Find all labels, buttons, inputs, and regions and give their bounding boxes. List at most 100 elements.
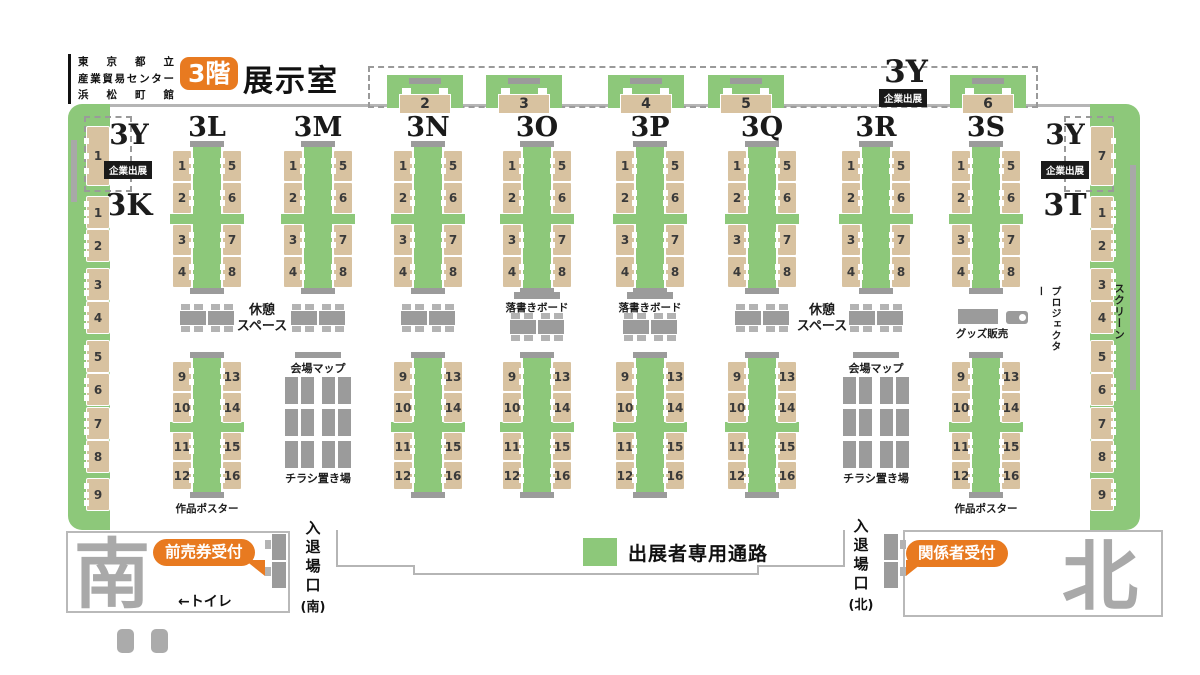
booth-3K-2: 2 — [86, 229, 110, 262]
chair-mark — [84, 362, 89, 368]
chair-mark — [445, 326, 454, 332]
venue-line: 浜松町館 — [78, 89, 174, 102]
wall-bar — [630, 78, 662, 84]
chair-mark — [220, 168, 225, 174]
chair-mark — [1111, 454, 1116, 460]
booth-3L-16: 16 — [222, 461, 242, 490]
booth-3P-10: 10 — [615, 392, 635, 423]
column-label-3P: 3P — [630, 112, 670, 143]
chair-mark — [292, 326, 301, 332]
chair-mark — [1111, 153, 1116, 159]
column-label-3S: 3S — [966, 112, 1006, 143]
chair-mark — [736, 326, 745, 332]
chair-mark — [550, 242, 555, 248]
chair-mark — [999, 264, 1004, 270]
venue-map-label: 会場マップ — [848, 362, 904, 375]
booth-3Q-5: 5 — [777, 150, 797, 182]
chair-mark — [441, 439, 446, 445]
chair-mark — [1111, 290, 1116, 296]
top-3y-zone — [368, 66, 1038, 108]
booth-3L-1: 1 — [172, 150, 192, 182]
chair-mark — [519, 379, 524, 385]
booth-3M-6: 6 — [333, 182, 353, 214]
chair-mark — [189, 200, 194, 206]
booth-3S-11: 11 — [951, 432, 971, 461]
rest-table — [623, 320, 649, 334]
chair-mark — [637, 335, 646, 341]
flyer-table — [859, 377, 872, 404]
chair-mark — [850, 326, 859, 332]
booth-3S-15: 15 — [1001, 432, 1021, 461]
chair-mark — [550, 232, 555, 238]
booth-3L-3: 3 — [172, 224, 192, 256]
rest-table — [208, 311, 234, 325]
passage-cross — [170, 422, 244, 432]
booth-3K-7: 7 — [86, 407, 110, 440]
chair-mark — [224, 326, 233, 332]
chair-mark — [999, 232, 1004, 238]
chair-mark — [889, 264, 894, 270]
chair-mark — [181, 326, 190, 332]
chair-mark — [220, 410, 225, 416]
chair-mark — [300, 242, 305, 248]
chair-mark — [445, 304, 454, 310]
booth-3O-2: 2 — [502, 182, 522, 214]
chair-mark — [410, 477, 415, 483]
chair-mark — [292, 304, 301, 310]
chair-mark — [663, 264, 668, 270]
booth-3T-6: 6 — [1090, 373, 1114, 406]
chair-mark — [519, 448, 524, 454]
chair-mark — [220, 379, 225, 385]
flyer-table — [843, 377, 856, 404]
booth-3Y-6: 6 — [962, 94, 1014, 114]
flyer-table — [285, 409, 298, 436]
chair-mark — [1111, 387, 1116, 393]
chair-mark — [84, 378, 89, 384]
chair-mark — [1111, 234, 1116, 240]
passage-cross — [500, 422, 574, 432]
doodle-board-label: 落書きボード — [505, 302, 569, 314]
booth-3S-9: 9 — [951, 361, 971, 392]
chair-mark — [550, 368, 555, 374]
booth-3Q-13: 13 — [777, 361, 797, 392]
chair-mark — [775, 399, 780, 405]
chair-mark — [632, 264, 637, 270]
chair-mark — [524, 313, 533, 319]
chair-mark — [968, 190, 973, 196]
booth-3S-7: 7 — [1001, 224, 1021, 256]
chair-mark — [968, 274, 973, 280]
chair-mark — [410, 242, 415, 248]
column-label-3R: 3R — [855, 112, 897, 143]
bottom-wall — [413, 565, 415, 575]
wall-bar — [969, 288, 1003, 294]
chair-mark — [300, 158, 305, 164]
wall-bar — [972, 78, 1004, 84]
chair-mark — [410, 379, 415, 385]
chair-mark — [1111, 378, 1116, 384]
chair-mark — [84, 483, 89, 489]
chair-mark — [632, 468, 637, 474]
chair-mark — [300, 232, 305, 238]
chair-mark — [84, 429, 89, 435]
chair-mark — [632, 410, 637, 416]
chair-mark — [663, 242, 668, 248]
wall-bar — [730, 78, 762, 84]
chair-mark — [632, 368, 637, 374]
goods-sale-label: グッズ販売 — [955, 328, 1009, 340]
chair-mark — [441, 468, 446, 474]
chair-mark — [189, 168, 194, 174]
chair-mark — [194, 326, 203, 332]
chair-mark — [744, 190, 749, 196]
booth-3L-4: 4 — [172, 256, 192, 288]
column-label-3N: 3N — [406, 112, 450, 143]
chair-mark — [999, 274, 1004, 280]
chair-mark — [880, 326, 889, 332]
booth-3K-4: 4 — [86, 301, 110, 334]
chair-mark — [893, 304, 902, 310]
right-3t-label: 3T — [1043, 188, 1087, 223]
chair-mark — [1111, 323, 1116, 329]
wall-bar — [520, 141, 554, 147]
rest-table — [538, 320, 564, 334]
booth-3P-15: 15 — [665, 432, 685, 461]
chair-mark — [999, 410, 1004, 416]
